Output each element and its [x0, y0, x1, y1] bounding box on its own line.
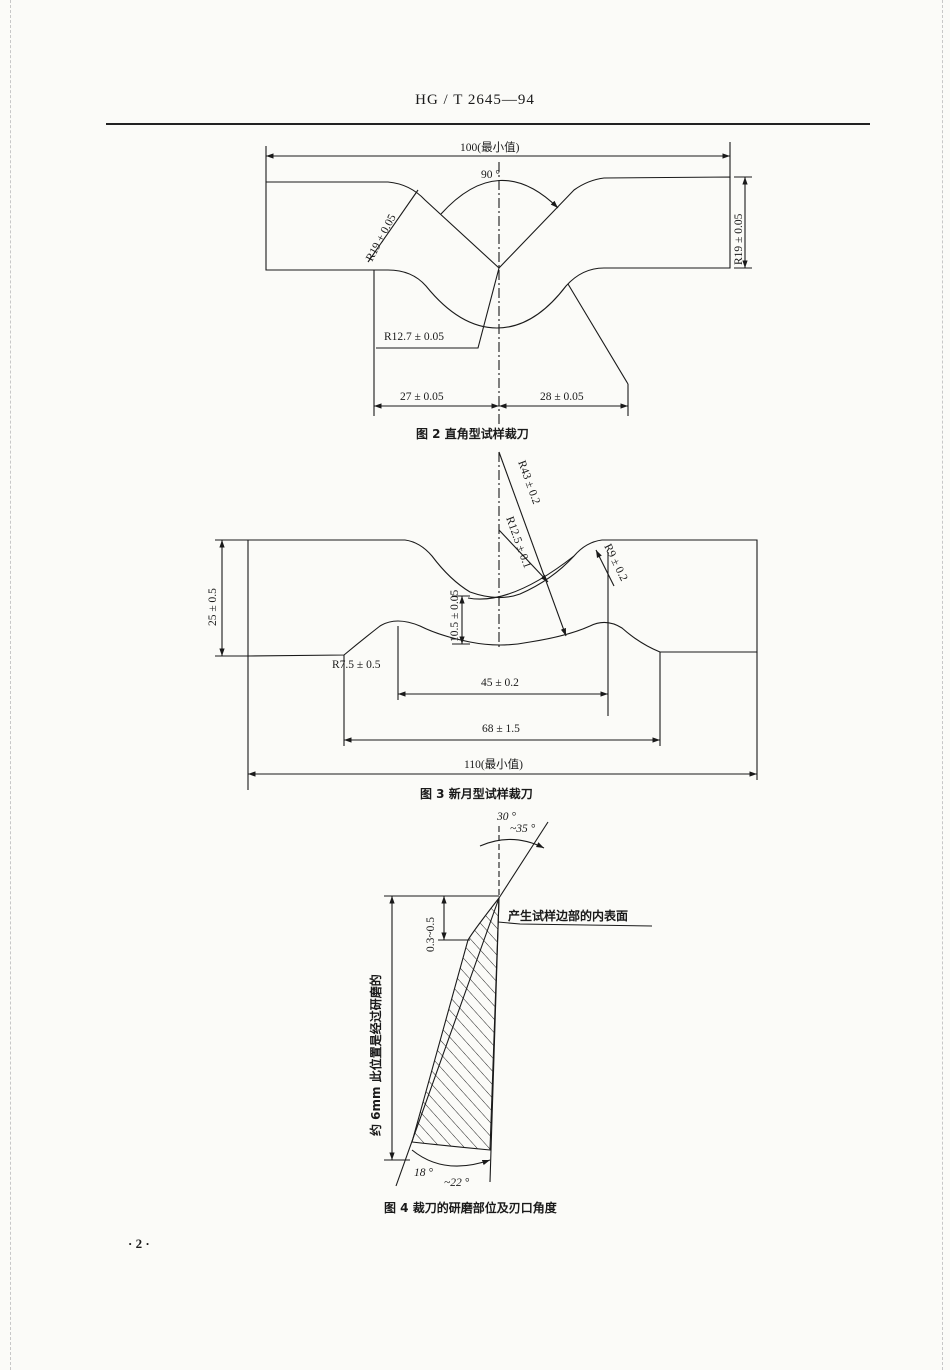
dim-left-length: 27 ± 0.05 — [400, 391, 444, 403]
figure-3-caption: 图 3 新月型试样裁刀 — [420, 786, 533, 801]
label-inner-surface: 产生试样边部的内表面 — [508, 908, 628, 923]
dim-r9: R9 ± 0.2 — [601, 542, 629, 583]
angle-bottom-b: ~22 ° — [444, 1177, 470, 1189]
angle-bottom-a: 18 ° — [414, 1167, 433, 1179]
dim-height-total: 25 ± 0.5 — [207, 588, 219, 626]
scan-edge-right — [942, 0, 943, 1370]
angle-top-b: ~35 ° — [510, 823, 536, 835]
figure-4-blade-edge — [384, 821, 653, 1187]
standard-code: HG / T 2645—94 — [415, 92, 535, 108]
figure-3-crescent-cutter — [215, 451, 758, 790]
dim-right-length: 28 ± 0.05 — [540, 391, 584, 403]
dim-radius-outer: R19 ± 0.05 — [364, 212, 399, 263]
dim-width-68: 68 ± 1.5 — [482, 723, 520, 735]
label-ground-length: 约 6mm 此位置是经过研磨的 — [368, 974, 383, 1136]
dim-r43: R43 ± 0.2 — [515, 459, 542, 506]
figure-2-caption: 图 2 直角型试样裁刀 — [416, 426, 529, 441]
dim-total-width: 100(最小值) — [460, 141, 520, 154]
figure-4-caption: 图 4 裁刀的研磨部位及刃口角度 — [384, 1200, 558, 1215]
dim-width-45: 45 ± 0.2 — [481, 677, 519, 689]
dim-r12-5: R12.5 ± 0.1 — [503, 515, 533, 570]
dim-r7-5: R7.5 ± 0.5 — [332, 659, 381, 671]
dim-height-right: R19 ± 0.05 — [733, 213, 745, 265]
dim-angle-90: 90 ° — [481, 169, 500, 181]
scan-edge-left — [10, 0, 11, 1370]
dim-height-mid: 10.5 ± 0.05 — [449, 589, 461, 642]
figure-2-right-angle-cutter — [265, 142, 752, 424]
dim-radius-inner: R12.7 ± 0.05 — [384, 331, 444, 343]
header-rule — [106, 123, 870, 125]
angle-top-a: 30 ° — [496, 811, 516, 823]
dim-edge-depth: 0.3~0.5 — [425, 917, 437, 952]
page-number: · 2 · — [128, 1236, 150, 1251]
dim-width-110: 110(最小值) — [464, 758, 523, 771]
